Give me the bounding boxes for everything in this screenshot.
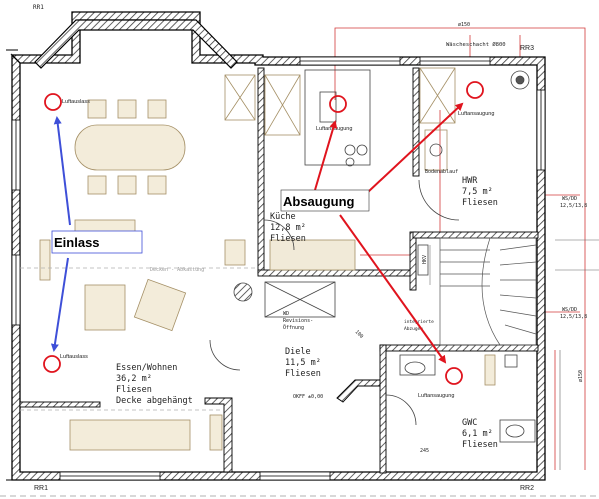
luftauslass-bottom-label: Luftauslass: [60, 354, 88, 360]
absaugung-label: Absaugung: [283, 194, 355, 209]
wd-revision-box: [233, 281, 336, 318]
einlass-arrows: [50, 116, 71, 352]
hkv-box: [417, 244, 429, 276]
small-labels: RR1: [33, 4, 44, 11]
gwc-fixtures: [399, 354, 536, 443]
room-gwc-name: GWC: [462, 418, 477, 428]
wd-revision-3: Öffnung: [283, 324, 304, 331]
doors: [209, 179, 460, 426]
ceiling-line: [20, 267, 258, 411]
dim-245: 245: [420, 448, 429, 454]
wd-revision-1: WD: [283, 311, 289, 317]
room-kueche-floor: Fliesen: [270, 234, 306, 244]
wd-revision-2: Revisions-: [283, 318, 313, 324]
einlass-arrow-down: [50, 257, 69, 352]
windows: [11, 56, 546, 481]
room-essen-floor: Fliesen: [116, 385, 152, 395]
absaugung-arrows: [314, 102, 464, 364]
waescheschacht-label: Wäscheschacht Ø800: [446, 41, 506, 48]
room-essen: Essen/Wohnen 36,2 m² Fliesen Decke abgeh…: [116, 363, 193, 406]
dimension-lines: [0, 239, 599, 497]
room-kueche-name: Küche: [270, 212, 296, 222]
room-diele-name: Diele: [285, 347, 311, 357]
integrierte-label-1: integrierte: [404, 319, 434, 325]
luftauslass-bottom-marker: [43, 355, 61, 373]
ws-dd-2b: 12,5/13,8: [560, 314, 587, 320]
svg-text:RR1: RR1: [33, 4, 44, 11]
absaugung-arrow-gwc: [339, 214, 447, 364]
einlass-label-box: Einlass: [51, 230, 143, 254]
rr1-label: RR1: [34, 485, 48, 492]
luftansaugung-hwr-marker: [466, 81, 484, 99]
hkv-label: HKV: [422, 255, 428, 264]
dim-100: 100: [354, 329, 365, 340]
room-gwc-area: 6,1 m²: [462, 429, 493, 439]
room-gwc: GWC 6,1 m² Fliesen: [462, 418, 498, 450]
rr3-label: RR3: [520, 45, 534, 52]
einlass-label: Einlass: [54, 235, 100, 250]
phi150-top-label: ø150: [458, 22, 470, 28]
luftansaugung-gwc-label: Luftansaugung: [418, 393, 454, 399]
bodenablauf-label: Bodenablauf: [425, 169, 458, 175]
room-hwr-floor: Fliesen: [462, 198, 498, 208]
phi150-right-label: ø150: [578, 370, 584, 382]
integrierte-label-2: Abzugen: [404, 326, 423, 332]
room-essen-name: Essen/Wohnen: [116, 363, 177, 373]
living-furniture: [39, 219, 246, 451]
okff-label: OKFF ±0,00: [293, 394, 323, 400]
room-diele: Diele 11,5 m² Fliesen: [285, 347, 321, 379]
luftauslass-top-marker: [44, 93, 62, 111]
staircase: [429, 237, 537, 346]
absaugung-arrow-kueche: [314, 120, 338, 191]
room-kueche: Küche 12,8 m² Fliesen: [270, 212, 306, 244]
room-hwr-area: 7,5 m²: [462, 187, 493, 197]
kitchen-fixtures: [224, 69, 371, 271]
luftansaugung-kueche-marker: [329, 95, 347, 113]
room-kueche-area: 12,8 m²: [270, 223, 306, 233]
luftansaugung-hwr-label: Luftansaugung: [458, 111, 494, 117]
room-diele-area: 11,5 m²: [285, 358, 321, 368]
room-essen-note: Decke abgehängt: [116, 396, 193, 406]
room-hwr-name: HWR: [462, 176, 478, 186]
service-lines: [334, 27, 586, 470]
room-diele-floor: Fliesen: [285, 369, 321, 379]
room-gwc-floor: Fliesen: [462, 440, 498, 450]
luftansaugung-kueche-label: Luftansaugung: [316, 126, 352, 132]
room-essen-area: 36,2 m²: [116, 374, 152, 384]
hwr-fixtures: [419, 67, 530, 171]
absaugung-arrow-hwr: [367, 102, 464, 193]
rr2-label: RR2: [520, 485, 534, 492]
room-hwr: HWR 7,5 m² Fliesen: [462, 176, 498, 208]
interior-walls: [19, 67, 539, 474]
ws-dd-1b: 12,5/13,8: [560, 203, 587, 209]
outer-walls: [6, 11, 546, 481]
decken-abkastung-label: Decken - Abkastung: [150, 267, 204, 273]
dining-set: [74, 99, 186, 195]
ws-dd-2a: WS/DD: [562, 307, 577, 313]
ws-dd-1a: WS/DD: [562, 196, 577, 202]
luftansaugung-gwc-marker: [445, 367, 463, 385]
vent-markers: [43, 81, 484, 385]
luftauslass-top-label: Luftauslass: [62, 99, 90, 105]
absaugung-label-box: Absaugung: [280, 189, 370, 212]
einlass-arrow-up: [53, 116, 71, 226]
